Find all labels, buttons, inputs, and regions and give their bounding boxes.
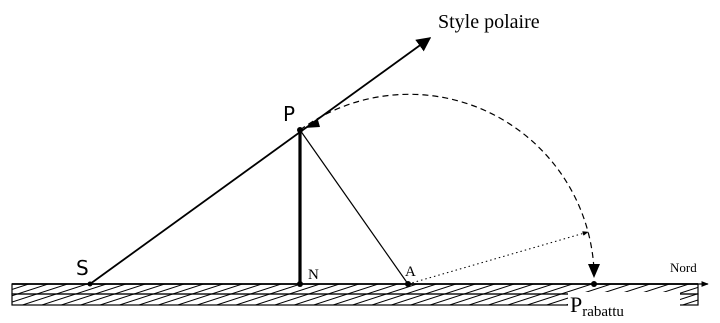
rotation-arc-arrowhead [588, 264, 600, 278]
point-a [405, 281, 411, 287]
rotation-arc [299, 93, 595, 271]
label-p-rabattu-main: P [570, 292, 582, 317]
point-s [87, 281, 93, 287]
point-p-rabattu [591, 281, 597, 287]
label-a: A [405, 264, 416, 280]
label-n: N [308, 267, 319, 283]
point-n [297, 281, 303, 287]
dial-plate [11, 283, 699, 306]
label-style-polaire: Style polaire [438, 11, 540, 33]
label-p-rabattu: Prabattu [570, 292, 624, 320]
label-p-rabattu-bg [568, 292, 680, 317]
segment-pa [299, 129, 409, 285]
rotation-arc-start-arrowhead [304, 120, 320, 128]
point-p [297, 127, 303, 133]
label-p-rabattu-sub: rabattu [582, 304, 624, 320]
label-nord: Nord [670, 260, 697, 275]
polar-style-line [89, 37, 432, 285]
label-p: P [283, 102, 295, 126]
dotted-radius [407, 231, 589, 285]
label-s: S [76, 256, 89, 280]
